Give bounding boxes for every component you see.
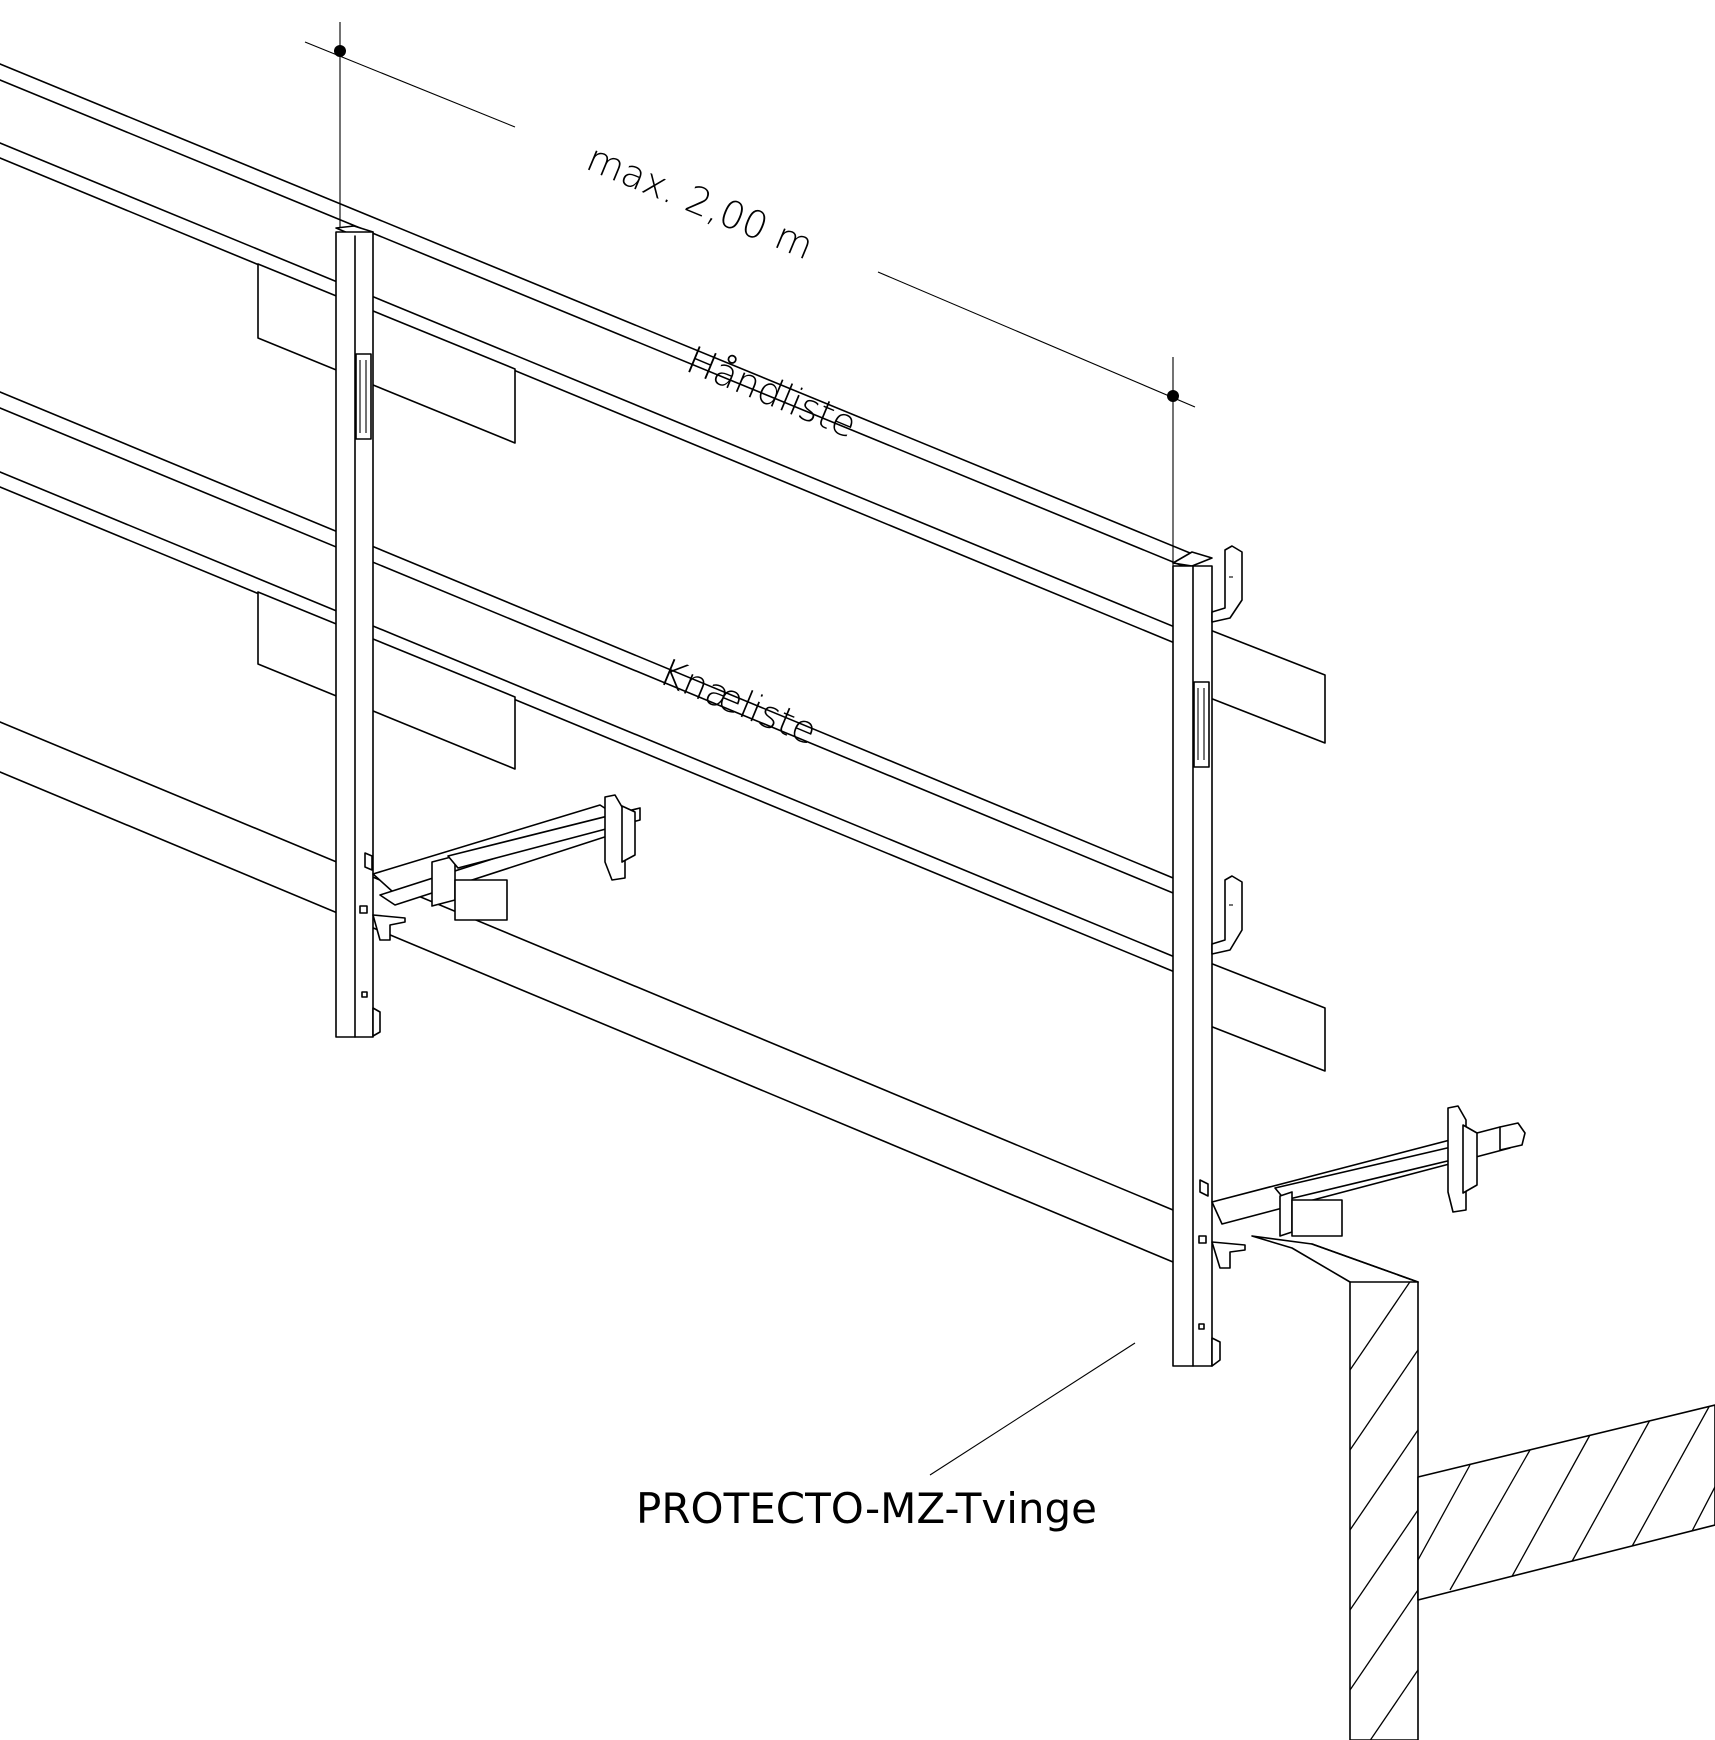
clamp-leader-line	[929, 1342, 1136, 1476]
right-rail-brackets	[1211, 545, 1243, 955]
dimension-point-right	[1167, 390, 1179, 402]
right-post	[1172, 551, 1221, 1367]
left-clamp	[359, 794, 641, 941]
dimension-point-left	[334, 45, 346, 57]
right-post-label-plate	[1193, 681, 1210, 768]
kneerail-label: Knæliste	[654, 650, 824, 754]
handrail-label: Håndliste	[681, 338, 863, 447]
wall-hatching	[1350, 1282, 1418, 1740]
left-post-label-plate	[355, 353, 372, 440]
dimension-label: max. 2,00 m	[581, 136, 820, 269]
clamp-label: PROTECTO-MZ-Tvinge	[636, 1484, 1097, 1533]
handrail-board	[0, 63, 1326, 744]
dimension-line	[304, 22, 1196, 568]
slab-hatching	[1418, 1405, 1715, 1591]
floor-slab	[1417, 1404, 1715, 1601]
right-clamp	[1198, 1105, 1526, 1269]
concrete-wall	[1251, 1235, 1419, 1740]
kneerail-board	[0, 391, 1326, 1072]
left-post	[335, 225, 381, 1038]
toe-board	[0, 721, 1174, 1263]
